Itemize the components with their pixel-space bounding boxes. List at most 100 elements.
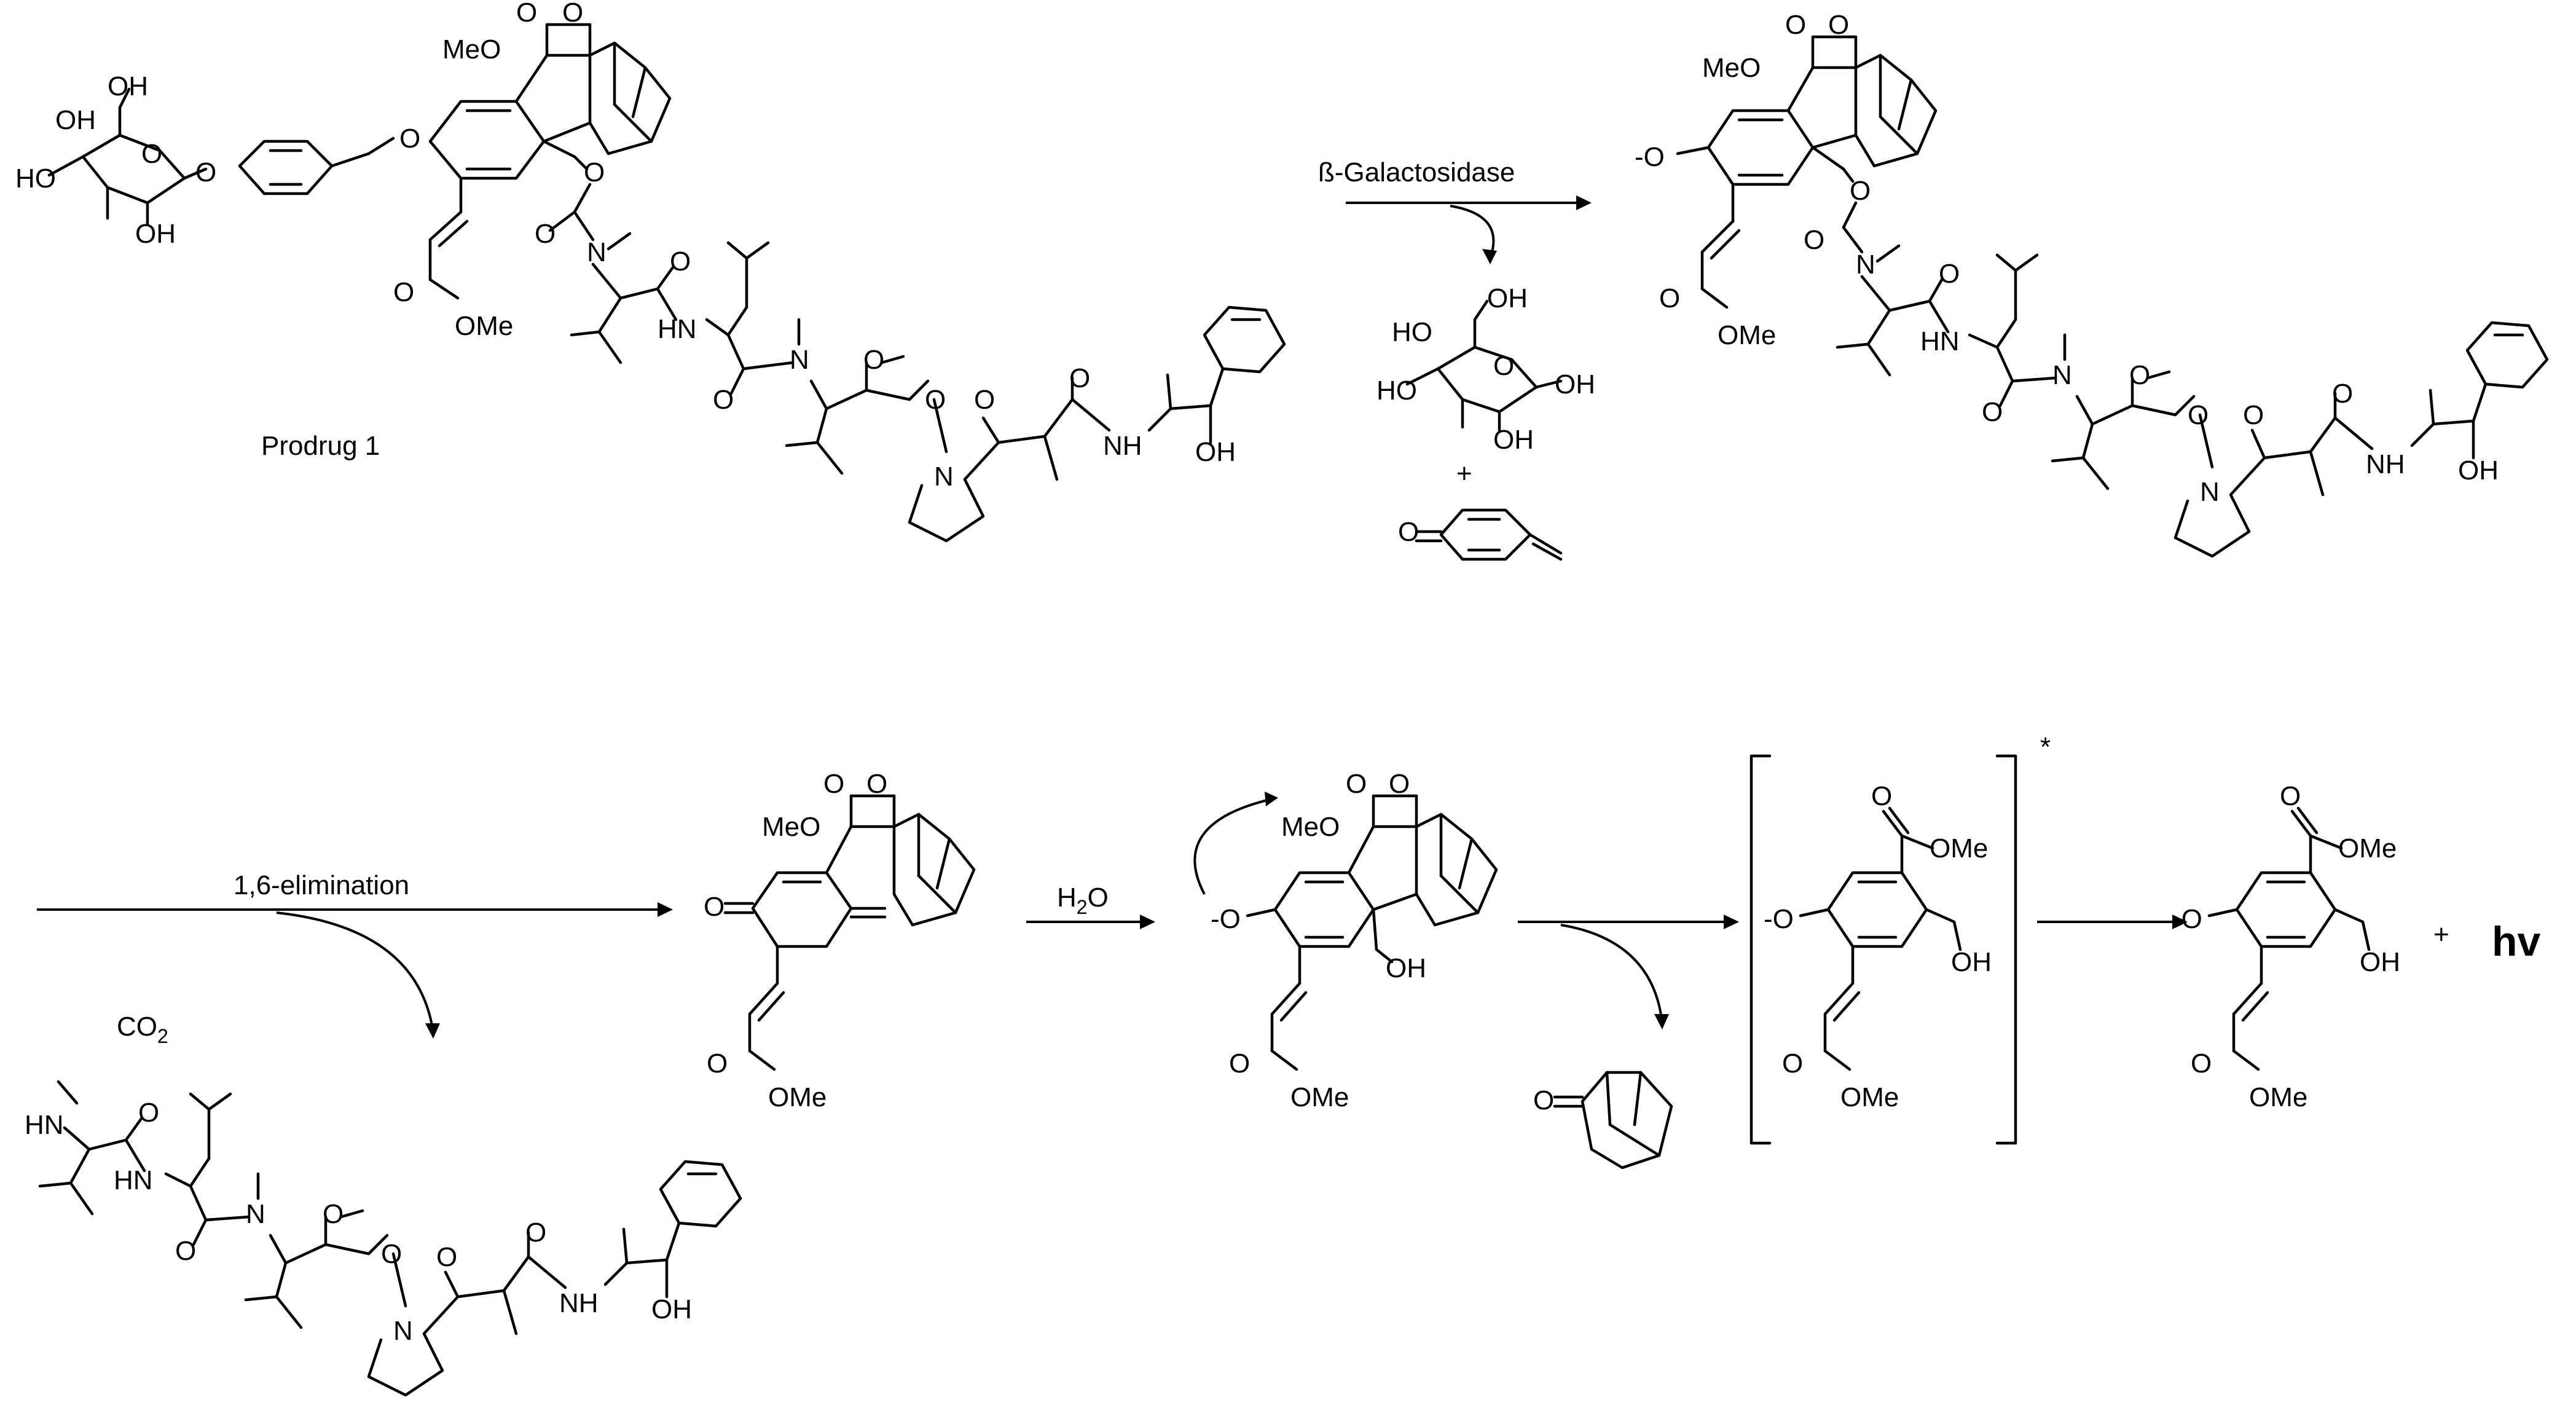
atom-label: O — [1939, 259, 1960, 289]
atom-label: OH — [1386, 953, 1426, 983]
atom-label: O — [1389, 769, 1410, 799]
phenolate-dioxetane-structure: -O O O MeO OH O OMe — [1193, 769, 1498, 1112]
atom-label: -O — [1764, 904, 1794, 934]
atom-label: HN — [658, 314, 697, 344]
atom-label: O — [2129, 360, 2150, 390]
prodrug-1-structure: OH OH HO OH O O O O O MeO O — [15, 0, 1286, 543]
prodrug-label: Prodrug 1 — [261, 431, 380, 461]
atom-label: N — [587, 237, 607, 267]
atom-label: N — [393, 1316, 413, 1346]
atom-label: NH — [559, 1288, 599, 1318]
atom-label: OMe — [1840, 1082, 1899, 1112]
atom-label: O — [525, 1217, 546, 1248]
reaction-arrow-hydrolysis: H2O — [1026, 883, 1155, 929]
atom-label: OMe — [1930, 833, 1988, 863]
atom-label: MeO — [1281, 812, 1340, 842]
atom-label: -O — [2172, 904, 2202, 934]
atom-label: O — [1804, 225, 1824, 255]
atom-label: O — [1785, 10, 1806, 40]
atom-label: O — [704, 892, 724, 922]
atom-label: O — [974, 385, 995, 415]
atom-label: O — [393, 277, 414, 307]
atom-label: O — [1871, 781, 1892, 811]
reaction-arrow-elimination: 1,6-elimination CO2 — [37, 870, 673, 1047]
atom-label: O — [866, 769, 887, 799]
atom-label: O — [381, 1239, 402, 1269]
atom-label: O — [1982, 397, 2003, 427]
released-drug-structure: HN O HN O N O O N O — [25, 1080, 742, 1397]
atom-label: O — [516, 0, 537, 28]
reaction-arrow-emission — [2037, 914, 2188, 929]
atom-label: O — [2332, 379, 2353, 409]
quinone-methide-dioxetane-structure: O O O MeO O OMe — [704, 769, 976, 1112]
light-emission-label: hv — [2492, 918, 2541, 965]
atom-label: HN — [114, 1165, 153, 1195]
enzyme-label: ß-Galactosidase — [1318, 157, 1515, 187]
excited-marker: * — [2040, 732, 2051, 762]
galactose-byproduct: OH HO HO O OH OH + — [1376, 283, 1595, 489]
atom-label: O — [562, 0, 583, 28]
atom-label: O — [823, 769, 844, 799]
atom-label: -O — [1635, 142, 1665, 172]
atom-label: HO — [1376, 376, 1417, 406]
atom-label: O — [1346, 769, 1367, 799]
atom-label: O — [138, 1098, 159, 1128]
atom-label: O — [1493, 351, 1514, 381]
atom-label: OH — [108, 71, 148, 101]
atom-label: HN — [1920, 326, 1960, 356]
atom-label: O — [1533, 1085, 1554, 1115]
atom-label: O — [323, 1199, 344, 1229]
atom-label: O — [436, 1242, 457, 1272]
atom-label: MeO — [762, 812, 820, 842]
co2-label: CO2 — [117, 1012, 168, 1047]
atom-label: O — [2188, 400, 2209, 430]
atom-label: O — [1828, 10, 1849, 40]
atom-label: HO — [1392, 317, 1432, 347]
atom-label: O — [2243, 400, 2264, 430]
atom-label: N — [934, 462, 954, 492]
atom-label: O — [1782, 1048, 1803, 1079]
adamantanone-byproduct: O — [1533, 1071, 1673, 1170]
plus-sign: + — [1456, 458, 1472, 489]
atom-label: O — [1850, 176, 1871, 206]
final-emitter-structure: -O O OMe OH O OMe + hv — [2172, 781, 2541, 1112]
atom-label: O — [535, 219, 556, 249]
water-label: H2O — [1057, 883, 1109, 918]
atom-label: OMe — [1290, 1082, 1349, 1112]
atom-label: OH — [2360, 947, 2400, 977]
atom-label: OH — [1951, 947, 1992, 977]
atom-label: NH — [1103, 431, 1142, 461]
atom-label: OH — [1195, 437, 1236, 467]
atom-label: OMe — [1718, 320, 1776, 350]
excited-state-ester-structure: * -O O OMe OH O OMe — [1749, 732, 2051, 1145]
quinone-methide-byproduct: O — [1398, 508, 1563, 561]
atom-label: HN — [25, 1110, 64, 1140]
atom-label: OMe — [2338, 833, 2397, 863]
atom-label: O — [707, 1048, 728, 1079]
atom-label: OMe — [2249, 1082, 2307, 1112]
atom-label: O — [1069, 363, 1090, 393]
atom-label: N — [2052, 360, 2072, 390]
atom-label: O — [863, 345, 884, 375]
atom-label: O — [2191, 1048, 2212, 1079]
atom-label: O — [713, 385, 734, 415]
atom-label: NH — [2366, 449, 2405, 479]
atom-label: N — [1856, 250, 1875, 280]
atom-label: OMe — [455, 311, 513, 341]
atom-label: O — [141, 139, 162, 169]
atom-label: MeO — [1702, 53, 1761, 83]
atom-label: OH — [1493, 425, 1534, 455]
reaction-arrow-galactosidase: ß-Galactosidase — [1318, 157, 1592, 264]
atom-label: HO — [15, 163, 56, 194]
elimination-label: 1,6-elimination — [234, 870, 409, 900]
atom-label: O — [399, 124, 420, 154]
atom-label: OH — [55, 105, 96, 135]
atom-label: O — [584, 157, 605, 187]
atom-label: -O — [1211, 904, 1241, 934]
atom-label: OH — [135, 219, 176, 249]
atom-label: O — [2280, 781, 2301, 811]
atom-label: OH — [1555, 369, 1595, 399]
plus-sign: + — [2433, 919, 2449, 950]
atom-label: OH — [1487, 283, 1528, 313]
